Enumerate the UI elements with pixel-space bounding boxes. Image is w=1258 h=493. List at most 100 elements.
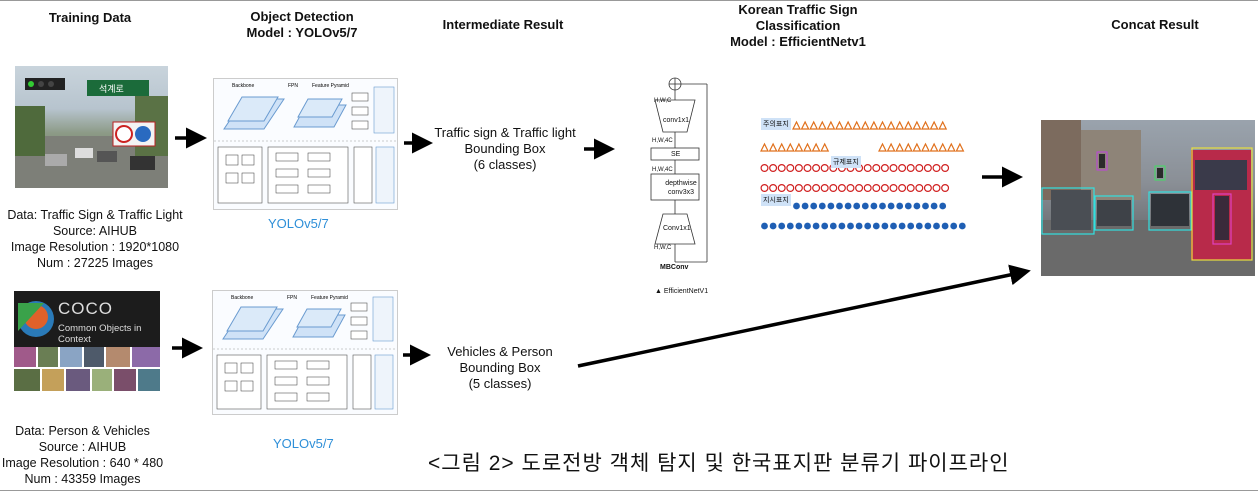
instruction-sign-icon xyxy=(872,222,880,230)
instruction-sign-icon xyxy=(907,222,915,230)
regulatory-sign-icon xyxy=(769,163,778,172)
header-object-detection: Object Detection Model : YOLOv5/7 xyxy=(222,9,382,41)
warning-sign-icon xyxy=(809,120,819,130)
coco-sample-images xyxy=(14,347,160,391)
warning-sign-icon xyxy=(835,120,844,130)
regulatory-sign-icon xyxy=(829,183,838,192)
mbconv-depthwise-l2: conv3x3 xyxy=(667,189,695,196)
warning-sign-icon xyxy=(794,142,804,152)
regulatory-sign-icon xyxy=(794,183,803,192)
regulatory-sign-icon xyxy=(820,183,829,192)
warning-sign-icon xyxy=(785,142,795,152)
dataset1-data: Data: Traffic Sign & Traffic Light xyxy=(7,208,183,222)
warning-sign-icon xyxy=(903,120,913,130)
regulatory-sign-icon xyxy=(786,163,795,172)
regulatory-sign-icon xyxy=(786,183,795,192)
instruction-sign-icon xyxy=(896,202,904,210)
instruction-sign-icon xyxy=(786,222,794,230)
intermediate1-line3: (6 classes) xyxy=(473,157,537,172)
regulatory-sign-icon xyxy=(777,163,786,172)
frame-bottom-line xyxy=(0,490,1258,491)
warning-sign-icon xyxy=(817,120,827,130)
instruction-sign-icon xyxy=(836,202,843,210)
instruction-sign-icon xyxy=(829,222,837,230)
warning-sign-icon xyxy=(912,120,922,130)
regulatory-sign-icon xyxy=(880,163,889,172)
instruction-sign-icon xyxy=(950,222,958,230)
regulatory-sign-icon xyxy=(889,163,898,172)
instruction-sign-icon xyxy=(887,202,895,210)
mbconv-hwc-mid2: H,W,4C xyxy=(652,167,673,173)
instruction-sign-icon xyxy=(939,202,947,210)
coco-logo-text: COCO xyxy=(58,299,113,318)
korean-sign-grid: 주의표지 규제표지 지시표지 xyxy=(757,112,969,236)
regulatory-sign-icon xyxy=(846,183,855,192)
regulatory-sign-icon xyxy=(820,163,829,172)
efficientnet-caption: ▲ EfficientNetV1 xyxy=(655,288,709,295)
sign-label-regulatory: 규제표지 xyxy=(831,156,861,168)
instruction-sign-icon xyxy=(838,222,846,230)
warning-sign-icon xyxy=(826,120,836,130)
svg-text:FPN: FPN xyxy=(287,295,297,301)
warning-sign-icon xyxy=(938,142,948,152)
regulatory-sign-icon xyxy=(872,183,881,192)
mbconv-diagram xyxy=(650,77,708,263)
regulatory-sign-icon xyxy=(906,183,915,192)
header-intermediate: Intermediate Result xyxy=(442,17,564,32)
warning-sign-icon xyxy=(895,142,905,152)
regulatory-sign-icon xyxy=(923,163,932,172)
dataset1-source: Source: AIHUB xyxy=(52,224,138,238)
warning-sign-icon xyxy=(886,142,896,152)
header-object-detection-line2: Model : YOLOv5/7 xyxy=(246,25,358,40)
header-korean-line2: Classification xyxy=(755,18,841,33)
instruction-sign-icon xyxy=(930,202,938,210)
mbconv-conv-top: conv1x1 xyxy=(663,117,690,124)
yolo-diagram-bottom: Backbone FPN Feature Pyramid xyxy=(212,290,398,415)
warning-sign-icon xyxy=(878,120,887,130)
warning-sign-icon xyxy=(929,120,939,130)
mbconv-label: MBConv xyxy=(660,264,689,271)
yolo-caption-bottom: YOLOv5/7 xyxy=(273,436,334,451)
warning-sign-icon xyxy=(869,120,879,130)
regulatory-sign-icon xyxy=(880,183,889,192)
dataset1-resolution: Image Resolution : 1920*1080 xyxy=(10,240,180,254)
instruction-sign-icon xyxy=(915,222,923,230)
instruction-sign-icon xyxy=(864,222,872,230)
dataset2-resolution: Image Resolution : 640 * 480 xyxy=(1,456,164,470)
dataset1-info: Data: Traffic Sign & Traffic Light Sourc… xyxy=(5,207,185,271)
sign-label-caution: 주의표지 xyxy=(761,118,791,130)
intermediate2-line1: Vehicles & Person xyxy=(447,344,553,359)
intermediate1-line1: Traffic sign & Traffic light xyxy=(434,125,576,140)
warning-sign-icon xyxy=(852,120,862,130)
regulatory-sign-icon xyxy=(898,163,907,172)
svg-text:Backbone: Backbone xyxy=(232,83,254,89)
regulatory-sign-icon xyxy=(932,163,941,172)
instruction-sign-icon xyxy=(778,222,786,230)
instruction-sign-icon xyxy=(801,202,809,210)
warning-sign-icon xyxy=(800,120,810,130)
svg-text:Feature Pyramid: Feature Pyramid xyxy=(312,83,349,89)
instruction-sign-icon xyxy=(818,202,826,210)
regulatory-sign-icon xyxy=(932,183,941,192)
regulatory-sign-icon xyxy=(915,183,924,192)
regulatory-sign-icon xyxy=(915,163,924,172)
instruction-sign-icon xyxy=(827,202,835,210)
instruction-sign-icon xyxy=(853,202,861,210)
dataset2-source: Source : AIHUB xyxy=(38,440,127,454)
warning-sign-icon xyxy=(820,142,830,152)
sign-label-instruction: 지시표지 xyxy=(761,194,791,206)
mbconv-conv-bottom: Conv1x1 xyxy=(663,225,691,232)
dataset2-data: Data: Person & Vehicles xyxy=(15,424,150,438)
regulatory-sign-icon xyxy=(760,183,769,192)
svg-text:Backbone: Backbone xyxy=(231,295,253,301)
regulatory-sign-icon xyxy=(898,183,907,192)
coco-logo-banner: COCO Common Objects in Context xyxy=(14,291,160,347)
warning-sign-icon xyxy=(903,142,913,152)
regulatory-sign-icon xyxy=(863,183,872,192)
instruction-sign-icon xyxy=(879,202,886,210)
header-concat: Concat Result xyxy=(1111,17,1199,32)
frame-top-line xyxy=(0,0,1258,1)
regulatory-sign-icon xyxy=(941,183,950,192)
warning-sign-icon xyxy=(860,120,870,130)
regulatory-sign-icon xyxy=(863,163,872,172)
